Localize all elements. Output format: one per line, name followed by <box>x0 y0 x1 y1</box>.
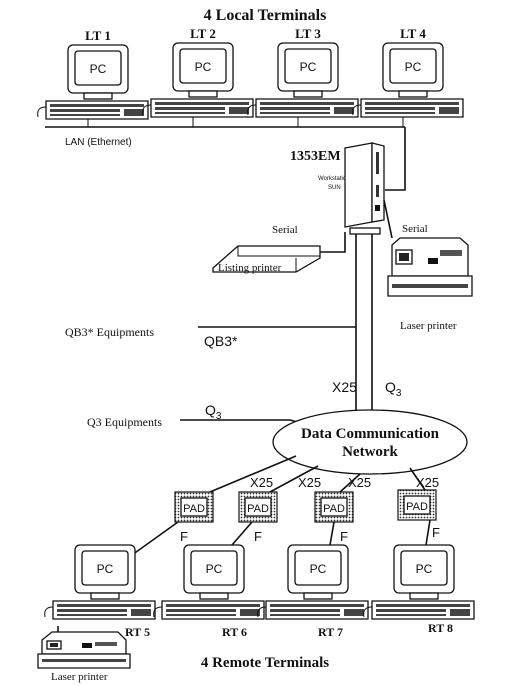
dcn-pad4-link <box>409 467 426 491</box>
dcn-label-line2: Network <box>342 444 398 460</box>
lan-label: LAN (Ethernet) <box>65 137 132 148</box>
lt4-screen-label: PC <box>405 60 422 74</box>
lt3-label: LT 3 <box>295 26 321 41</box>
pad-3: PAD <box>314 491 354 523</box>
rt5-label: RT 5 <box>125 625 150 639</box>
lan-bus <box>45 117 406 191</box>
pad3b-x25-label: X25 <box>348 475 371 490</box>
server-q3-label: Q3 <box>385 379 402 399</box>
laser-printer-top-label: Laser printer <box>400 320 457 332</box>
remote-pc-5: PC <box>44 544 156 620</box>
lt1-screen-label: PC <box>90 62 107 76</box>
server-q3-main: Q <box>385 379 396 395</box>
pad1-f-label: F <box>180 529 188 544</box>
lt2-screen-label: PC <box>195 60 212 74</box>
server-name: 1353EM <box>290 149 341 164</box>
rt6-label: RT 6 <box>222 625 247 639</box>
rt8-screen-label: PC <box>416 562 433 576</box>
pad-1: PAD <box>174 491 214 523</box>
q3-link-label: Q3 <box>205 402 222 422</box>
server-q3-sub: 3 <box>396 388 402 399</box>
local-pc-3: PC <box>247 42 359 118</box>
serial-right-label: Serial <box>402 223 428 235</box>
sun-workstation <box>344 142 385 235</box>
pad3-x25-label: X25 <box>298 475 321 490</box>
qb3-link-label: QB3* <box>204 333 238 349</box>
pad3-f-label: F <box>340 529 348 544</box>
serial-left-label: Serial <box>272 224 298 236</box>
local-pc-2: PC <box>142 42 254 118</box>
server-sublabel-1: Workstation <box>318 176 350 182</box>
pad4-label: PAD <box>406 501 428 513</box>
local-pc-4: PC <box>352 42 464 118</box>
lt4-label: LT 4 <box>400 26 426 41</box>
server-sublabel-2: SUN <box>328 185 341 191</box>
q3-equipments-label: Q3 Equipments <box>87 415 162 429</box>
title-top: 4 Local Terminals <box>204 7 327 24</box>
qb3-equipments-label: QB3* Equipments <box>65 325 154 339</box>
q3-link-main: Q <box>205 402 216 418</box>
listing-printer-label: Listing printer <box>218 262 282 274</box>
pad2-label: PAD <box>247 503 269 515</box>
q3-link-sub: 3 <box>216 411 222 422</box>
laser-printer-bottom <box>37 626 131 669</box>
remote-pc-6: PC <box>153 544 265 620</box>
pad2-pc-link <box>231 521 253 546</box>
dcn-label-line1: Data Communication <box>301 426 440 442</box>
rt7-label: RT 7 <box>318 625 343 639</box>
rt5-screen-label: PC <box>97 562 114 576</box>
pad1-label: PAD <box>183 503 205 515</box>
pad-4: PAD <box>397 489 437 521</box>
pad2-f-label: F <box>254 529 262 544</box>
laser-printer-bottom-label: Laser printer <box>51 671 108 683</box>
pad3-label: PAD <box>323 503 345 515</box>
laser-printer-top <box>383 199 473 297</box>
rt8-label: RT 8 <box>428 621 453 635</box>
server-x25-label: X25 <box>332 379 357 395</box>
dcn-pad3-link <box>339 473 361 493</box>
listing-printer <box>212 232 346 273</box>
pad3-pc-link <box>329 521 335 546</box>
remote-pc-8: PC <box>363 544 475 620</box>
lt3-screen-label: PC <box>300 60 317 74</box>
q3-link <box>180 419 306 425</box>
dcn-pad2-link <box>269 465 319 493</box>
lt2-label: LT 2 <box>190 26 216 41</box>
pad4-x25-label: X25 <box>416 475 439 490</box>
pad-2: PAD <box>238 491 278 523</box>
dcn-ellipse <box>272 409 468 475</box>
pad2-x25-label: X25 <box>250 475 273 490</box>
remote-pc-7: PC <box>257 544 369 620</box>
lt1-label: LT 1 <box>85 28 111 43</box>
local-pc-1: PC <box>37 44 149 120</box>
title-bottom: 4 Remote Terminals <box>201 655 329 671</box>
pad4-f-label: F <box>432 525 440 540</box>
rt7-screen-label: PC <box>310 562 327 576</box>
dcn-pad1-link <box>209 455 297 493</box>
pad4-pc-link <box>425 519 431 546</box>
rt6-screen-label: PC <box>206 562 223 576</box>
